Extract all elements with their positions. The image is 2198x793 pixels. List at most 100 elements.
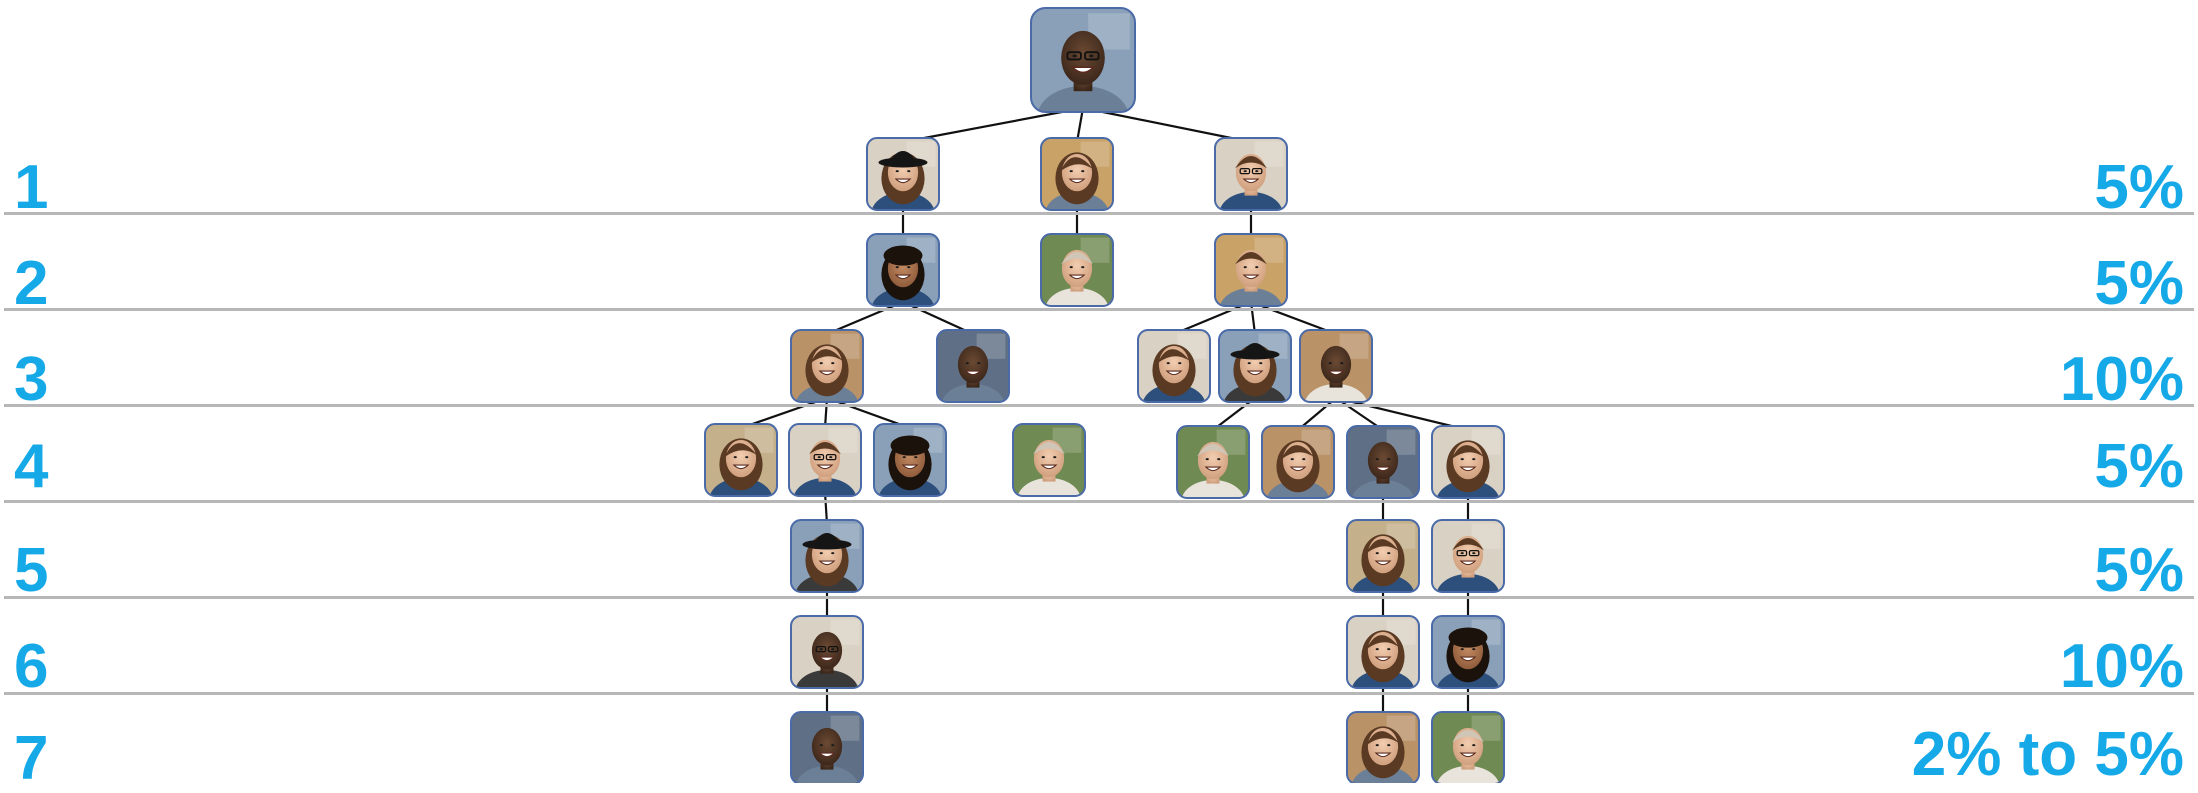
eye [1041,456,1045,459]
smile [1289,466,1307,472]
smile [1068,274,1086,280]
glasses [1251,167,1263,175]
level-divider [4,404,2194,407]
connector-line [902,106,1084,144]
level-commission: 10% [2059,632,2184,701]
hat-crown [812,532,842,545]
member-node [1299,329,1373,403]
eye [1072,54,1077,58]
shoulders [795,766,859,783]
member-nodes [704,7,1505,783]
glasses [1239,167,1251,175]
hair [1157,349,1191,364]
avatar-photo [1347,616,1419,688]
hair [1452,538,1484,551]
member-node [1218,329,1292,403]
member-node [1012,423,1086,497]
member-node [866,137,940,211]
hair [809,442,841,455]
avatar-photo [1138,330,1210,402]
face [1061,30,1105,85]
sponsor-node [1030,7,1136,113]
hair [1235,156,1267,169]
eye [1472,458,1476,461]
hair [810,349,844,364]
shoulders [1017,478,1081,496]
eye [1460,458,1464,461]
avatar-border [790,519,864,593]
glasses [1456,549,1468,557]
shoulders [871,192,935,210]
eye [1472,552,1476,555]
smile [1459,466,1477,472]
smile [1242,274,1260,280]
level-commission: 2% to 5% [1911,720,2184,789]
avatar-border [1040,137,1114,211]
connector-line [1082,106,1252,144]
eye [1387,552,1391,555]
member-node [1431,425,1505,499]
eye [1375,648,1379,651]
smile [1459,752,1477,758]
avatar-photo [874,424,946,496]
eye [1243,170,1247,173]
eye [1243,266,1247,269]
level-commission: 5% [2094,153,2184,222]
smile [1374,466,1392,472]
avatar-photo [789,424,861,496]
smile [1204,466,1222,472]
avatar-photo [1347,426,1419,498]
member-node [790,519,864,593]
level-commission: 5% [2094,249,2184,318]
member-node [1214,137,1288,211]
eye [1089,54,1094,58]
smile [1068,178,1086,184]
eye [1053,456,1057,459]
avatar-border [1214,137,1288,211]
connector-line [1173,300,1252,336]
avatar-border [790,329,864,403]
avatar-photo [1300,330,1372,402]
glasses [827,645,839,653]
eye [914,456,918,459]
face [957,345,989,384]
shoulders [1436,574,1500,592]
eye [907,266,911,269]
avatar-photo [1347,520,1419,592]
smile [818,560,836,566]
shoulders [1181,480,1245,498]
shoulders [878,478,942,496]
avatar-border [704,423,778,497]
avatar-photo [867,234,939,306]
eye [831,362,835,365]
level-divider [4,692,2194,695]
avatar-border [1346,519,1420,593]
hair [890,435,930,456]
avatar-photo [1013,424,1085,496]
avatar-photo [1432,712,1504,783]
avatar-photo [1262,426,1334,498]
shoulders [1436,766,1500,783]
avatar-border [790,711,864,783]
hair [1366,635,1400,650]
hair [1235,252,1267,265]
hair [1033,442,1065,455]
connector-line [1335,396,1469,432]
smile [1040,464,1058,470]
avatar-border [1431,425,1505,499]
shoulders [1436,480,1500,498]
shoulders [1351,480,1415,498]
smile [818,752,836,758]
eye [1255,266,1259,269]
avatar-border [1431,711,1505,783]
eye [1375,552,1379,555]
eye [1375,744,1379,747]
hair [1060,157,1094,172]
glasses [813,453,825,461]
shoulders [795,574,859,592]
face [811,727,843,766]
eye [1460,552,1464,555]
face [1367,441,1399,480]
smile [1242,178,1260,184]
member-node [936,329,1010,403]
